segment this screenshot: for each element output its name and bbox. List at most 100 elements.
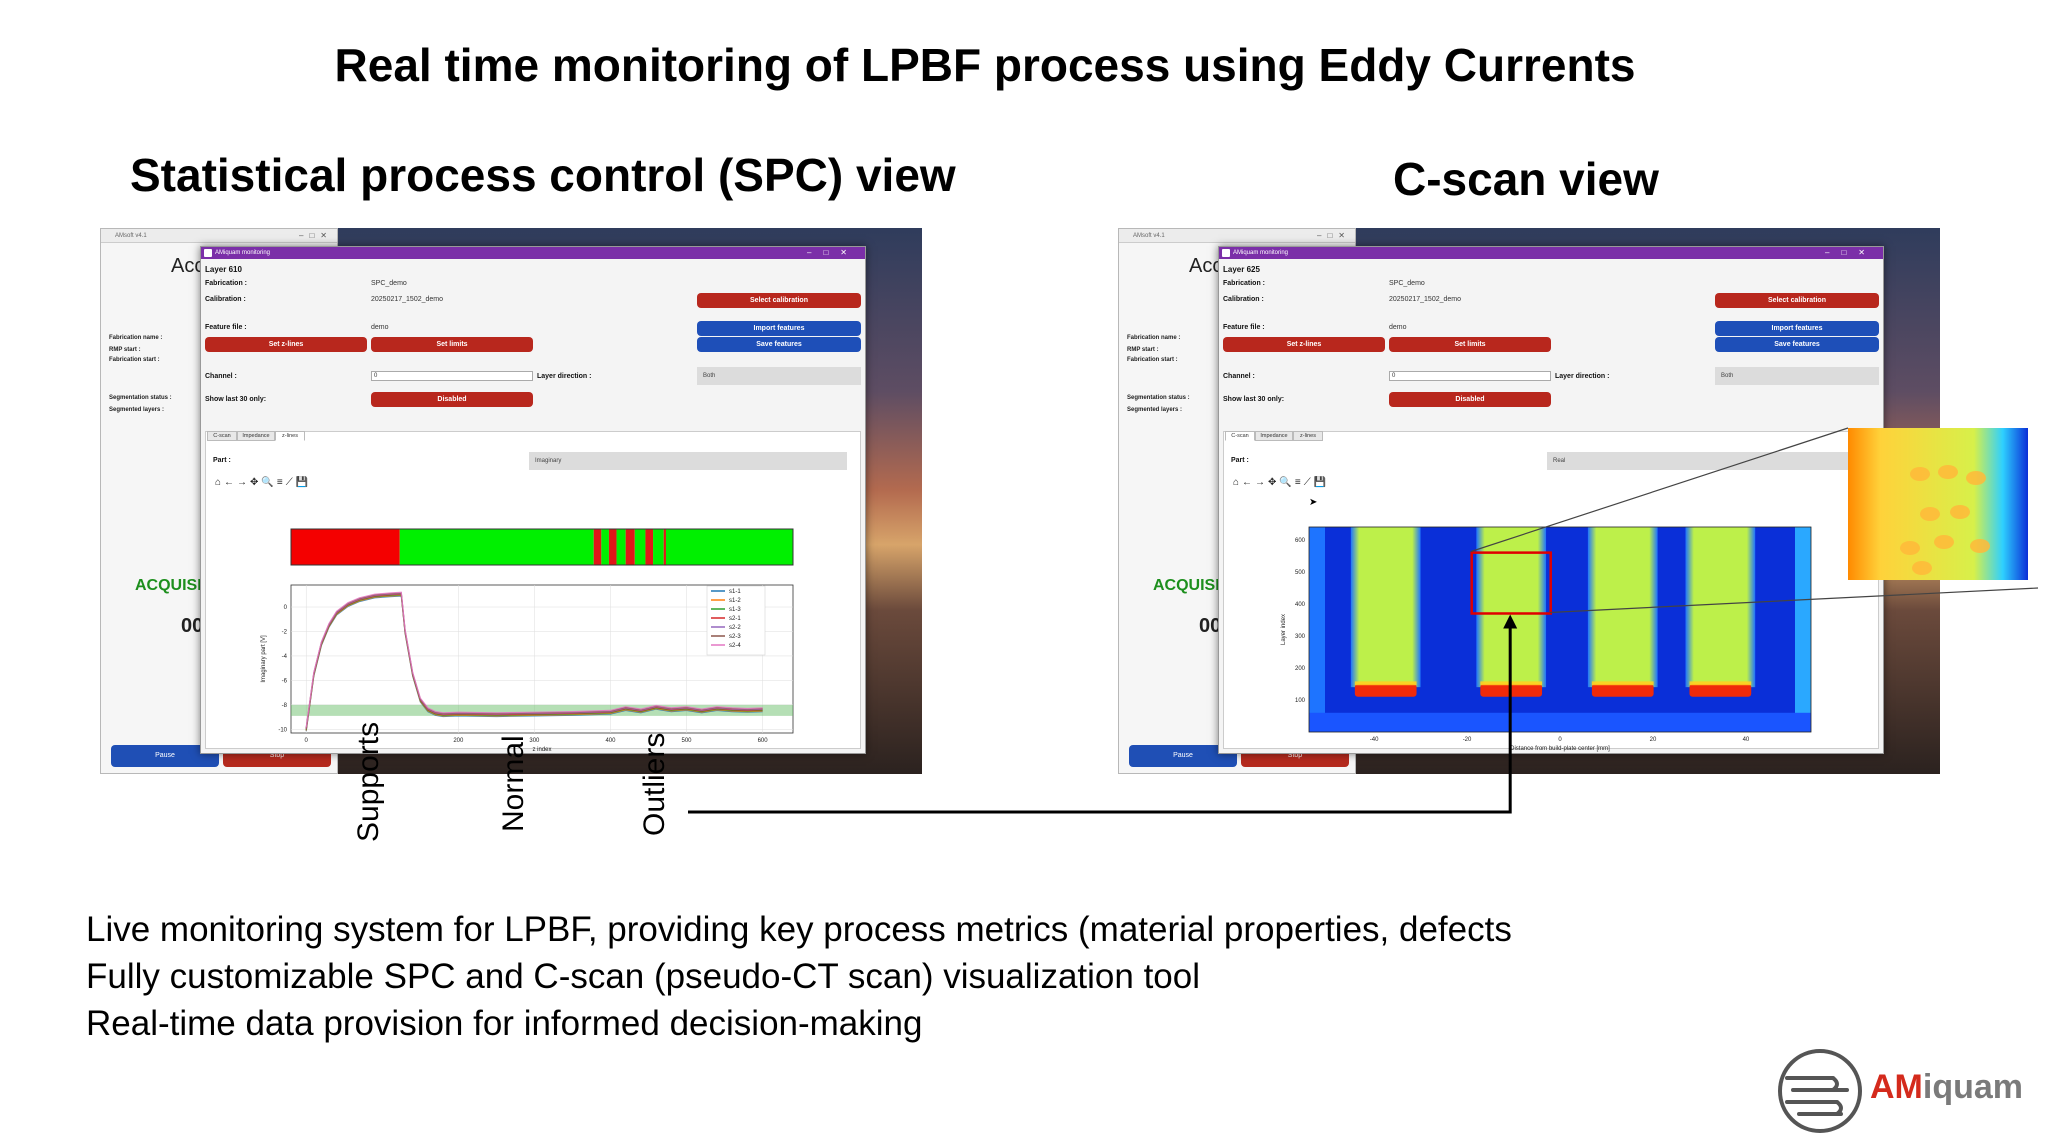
save-features-button[interactable]: Save features [697,337,861,352]
cscan-build-plate [1309,712,1811,732]
cscan-support-glow [1689,681,1752,686]
amiquam-logo-icon [1778,1049,1862,1133]
calibration-value: 20250217_1502_demo [1389,296,1462,303]
select-calibration-button[interactable]: Select calibration [1715,293,1879,308]
feature-item: Live monitoring system for LPBF, providi… [86,910,1512,949]
plot-toolbar[interactable]: ⌂←→✥🔍≡⟋💾 [215,477,312,488]
feature-file-label: Feature file : [1223,324,1265,331]
tab-impedance[interactable]: Impedance [1255,431,1293,441]
segmentation-status-label: Segmentation status : [109,395,172,401]
legend-label: s2-4 [729,643,741,649]
feature-item: Fully customizable SPC and C-scan (pseud… [86,957,1201,996]
x-tick-label: 400 [605,738,616,744]
acquisition-heading: Acc [171,255,205,277]
callout-outliers: Outliers [638,732,671,836]
fabrication-name-label: Fabrication name : [109,335,163,341]
tab-impedance[interactable]: Impedance [237,431,275,441]
rmp-start-label: RMP start : [109,347,141,353]
defect-spot [1912,561,1932,575]
layer-direction-select[interactable]: Both [697,367,861,385]
import-features-button[interactable]: Import features [1715,321,1879,336]
set-limits-button[interactable]: Set limits [1389,337,1551,352]
y-axis-label: Imaginary part [V] [261,635,267,683]
channel-input[interactable]: 0 [1389,371,1551,381]
y-axis-label: Layer index [1281,614,1287,645]
part-label: Part : [1231,457,1249,464]
tab-zlines[interactable]: z-lines [1293,431,1323,441]
x-axis-label: z index [532,747,551,753]
layer-direction-select[interactable]: Both [1715,367,1879,385]
x-tick-label: 300 [529,738,540,744]
acquisition-status: ACQUISIT [135,577,212,594]
status-segment [665,529,793,565]
acquisition-counter: 00 [1199,615,1222,637]
cscan-left-edge [1309,527,1325,732]
acquisition-window-titlebar: AMsoft v4.1 [1119,229,1355,243]
tab-zlines[interactable]: z-lines [275,431,305,441]
show-last-label: Show last 30 only: [1223,396,1285,403]
y-tick-label: 300 [1295,634,1306,640]
legend-label: s2-3 [729,634,741,640]
select-calibration-button[interactable]: Select calibration [697,293,861,308]
y-tick-label: 200 [1295,666,1306,672]
status-segment [616,529,626,565]
cscan-support-glow [1354,681,1417,686]
part-select[interactable]: Real [1547,452,1865,470]
status-segment [663,529,666,565]
show-last-label: Show last 30 only: [205,396,267,403]
pause-button[interactable]: Pause [111,745,219,767]
pause-button[interactable]: Pause [1129,745,1237,767]
status-segment [608,529,617,565]
cscan-screenshot: AMsoft v4.1 –□✕ Acc Fabrication name : R… [1118,228,1940,774]
y-tick-label: 600 [1295,538,1306,544]
spc-window-controls[interactable]: –□✕ [807,248,859,257]
set-limits-button[interactable]: Set limits [371,337,533,352]
y-tick-label: -4 [282,654,288,660]
import-features-button[interactable]: Import features [697,321,861,336]
tab-cscan[interactable]: C-scan [207,431,237,441]
set-zlines-button[interactable]: Set z-lines [1223,337,1385,352]
cscan-support [1354,683,1417,697]
acquisition-window-titlebar: AMsoft v4.1 [101,229,337,243]
cscan-support [1591,683,1654,697]
channel-input[interactable]: 0 [371,371,533,381]
logo-rest: iquam [1922,1068,2024,1106]
cscan-window-titlebar: AMiquam monitoring –□✕ [1219,247,1883,259]
tab-cscan[interactable]: C-scan [1225,431,1255,441]
spc-screenshot: AMsoft v4.1 –□✕ Acc Fabrication name : R… [100,228,922,774]
amiquam-logo-text: AMiquam [1870,1068,2023,1107]
spc-window-title: AMiquam monitoring [215,250,271,256]
set-zlines-button[interactable]: Set z-lines [205,337,367,352]
acquisition-window-controls[interactable]: –□✕ [1317,231,1351,240]
control-limit-band [291,704,793,716]
defect-spot [1900,541,1920,555]
cscan-support-glow [1591,681,1654,686]
status-segment [601,529,609,565]
cscan-monitoring-window: AMiquam monitoring –□✕ Layer 625 Fabrica… [1218,246,1884,754]
fabrication-value: SPC_demo [371,280,407,287]
legend-box [706,585,766,656]
status-segment [291,529,400,565]
legend-label: s1-2 [729,598,741,604]
x-tick-label: 0 [1558,737,1562,743]
show-last-toggle[interactable]: Disabled [1389,392,1551,407]
show-last-toggle[interactable]: Disabled [371,392,533,407]
save-features-button[interactable]: Save features [1715,337,1879,352]
part-label: Part : [213,457,231,464]
cscan-part [1350,527,1421,688]
status-bar-frame [290,528,794,566]
acquisition-window-controls[interactable]: –□✕ [299,231,333,240]
y-tick-label: 100 [1295,698,1306,704]
status-segment [625,529,635,565]
y-tick-label: -8 [282,703,288,709]
cscan-window-controls[interactable]: –□✕ [1825,248,1877,257]
part-select[interactable]: Imaginary [529,452,847,470]
acquisition-status: ACQUISIT [1153,577,1230,594]
legend-label: s1-1 [729,589,741,595]
plot-toolbar[interactable]: ⌂←→✥🔍≡⟋💾 [1233,477,1330,488]
x-axis-label: Distance from build-plate center [mm] [1510,746,1610,752]
outlier-callout-arrowhead [1503,614,1518,629]
cscan-part [1685,527,1756,688]
